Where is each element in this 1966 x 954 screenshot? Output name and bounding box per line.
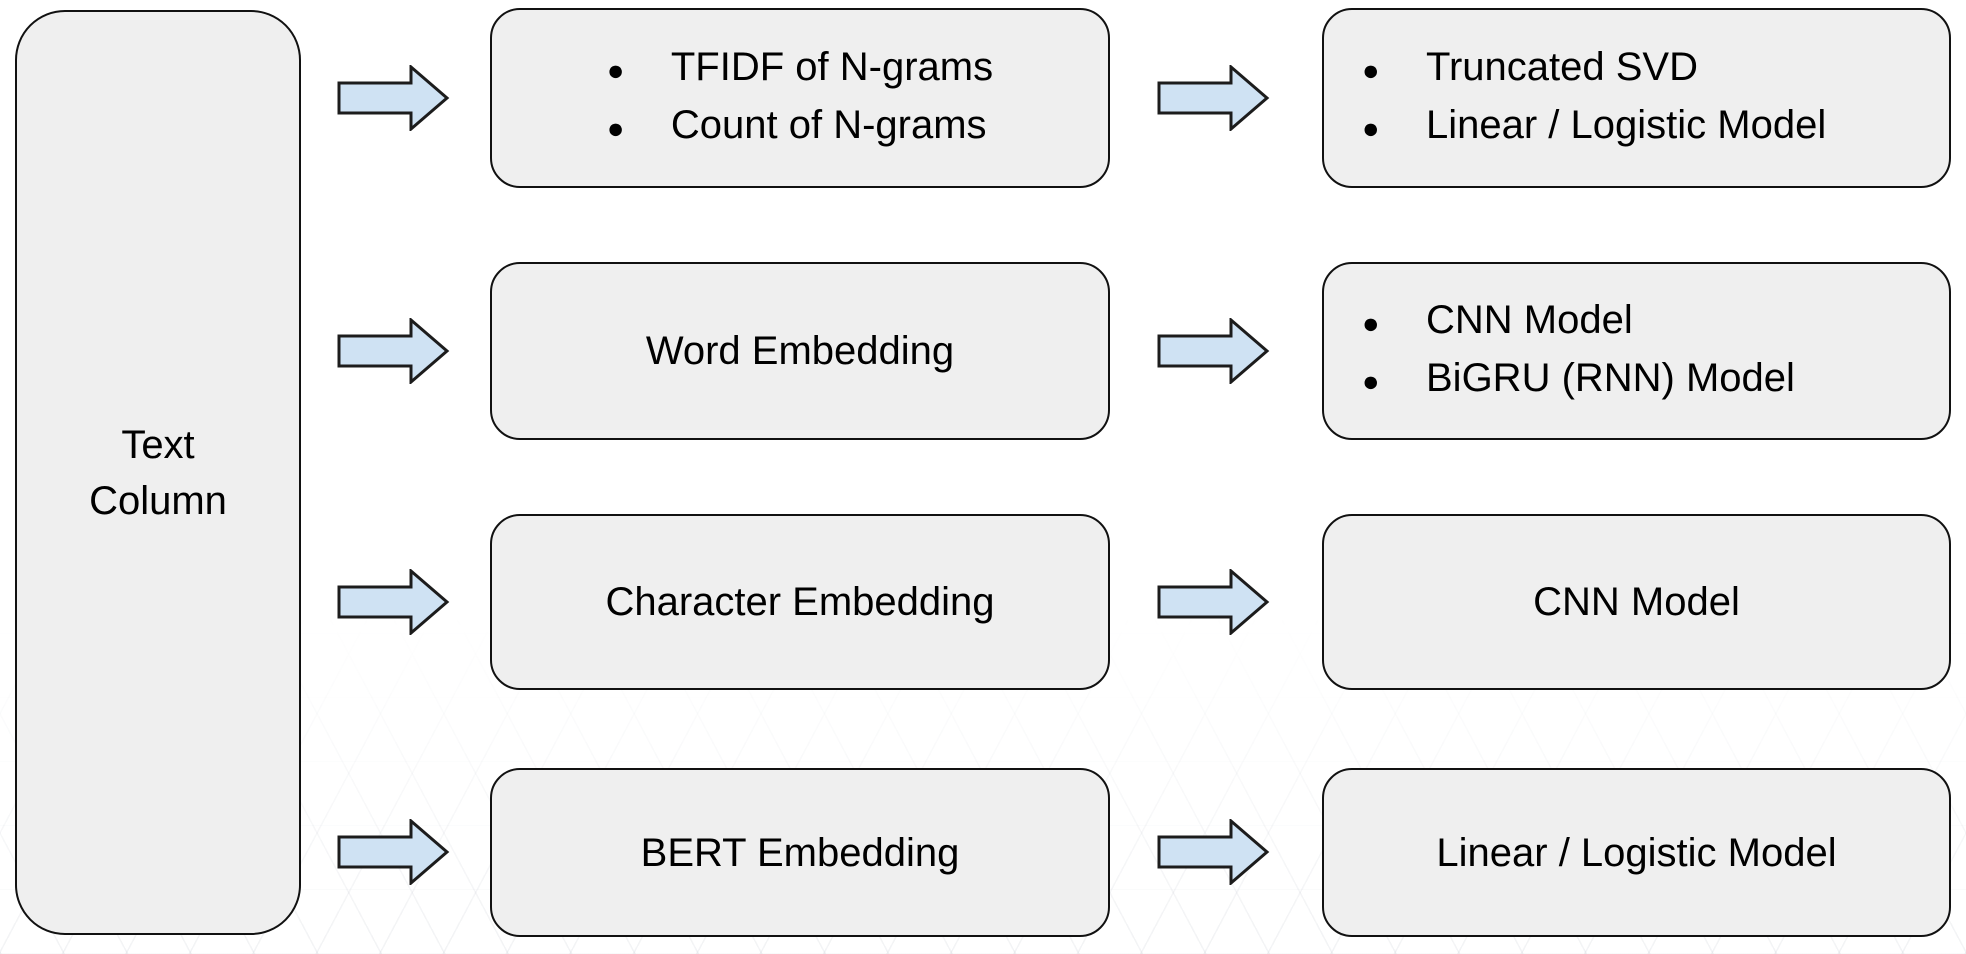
feature-box-word-embedding: Word Embedding <box>490 262 1110 440</box>
arrow-right-icon <box>1157 318 1270 384</box>
bullet-icon: ● <box>1362 308 1380 340</box>
arrow-right-icon <box>1157 819 1270 885</box>
source-box-label: Text Column <box>89 422 227 523</box>
arrow-right-icon <box>337 65 450 131</box>
bullet-icon: ● <box>606 113 625 145</box>
list-item-label: TFIDF of N-grams <box>670 45 994 89</box>
feature-box-label: BERT Embedding <box>640 830 960 875</box>
feature-box-label: Character Embedding <box>605 580 995 624</box>
feature-box-label: Word Embedding <box>645 329 955 373</box>
bullet-icon: ● <box>606 55 625 87</box>
arrow-right-icon <box>337 819 450 885</box>
list-item: ● CNN Model <box>1362 293 1795 351</box>
bullet-icon: ● <box>1362 55 1380 87</box>
feature-box-bert-embedding: BERT Embedding <box>490 768 1110 937</box>
list-item-label: Truncated SVD <box>1426 45 1698 89</box>
list-item: ● Linear / Logistic Model <box>1362 98 1826 156</box>
feature-box-ngrams: ● TFIDF of N-grams ● Count of N-grams <box>490 8 1110 188</box>
arrow-right-icon <box>337 569 450 635</box>
model-box-cnn: CNN Model <box>1322 514 1951 690</box>
model-box-label: Linear / Logistic Model <box>1436 830 1837 875</box>
model-box-label: CNN Model <box>1533 580 1740 624</box>
list-item-label: Linear / Logistic Model <box>1426 103 1827 147</box>
list-item: ● Truncated SVD <box>1362 40 1826 98</box>
arrow-right-icon <box>1157 65 1270 131</box>
arrow-right-icon <box>337 318 450 384</box>
arrow-right-icon <box>1157 569 1270 635</box>
list-item: ● TFIDF of N-grams <box>607 40 993 98</box>
bullet-icon: ● <box>1362 113 1380 145</box>
model-box-cnn-bigru: ● CNN Model ● BiGRU (RNN) Model <box>1322 262 1951 440</box>
model-box-linear-logistic: Linear / Logistic Model <box>1322 768 1951 937</box>
list-item: ● BiGRU (RNN) Model <box>1362 351 1795 409</box>
model-list: ● Truncated SVD ● Linear / Logistic Model <box>1324 40 1826 156</box>
list-item-label: BiGRU (RNN) Model <box>1426 356 1795 400</box>
feature-box-character-embedding: Character Embedding <box>490 514 1110 690</box>
model-box-svd-linear: ● Truncated SVD ● Linear / Logistic Model <box>1322 8 1951 188</box>
bullet-icon: ● <box>1362 366 1380 398</box>
list-item-label: CNN Model <box>1426 298 1633 342</box>
list-item: ● Count of N-grams <box>607 98 993 156</box>
feature-list: ● TFIDF of N-grams ● Count of N-grams <box>607 40 993 156</box>
source-box-text-column: Text Column <box>15 10 301 935</box>
list-item-label: Count of N-grams <box>670 103 987 147</box>
model-list: ● CNN Model ● BiGRU (RNN) Model <box>1324 293 1795 409</box>
